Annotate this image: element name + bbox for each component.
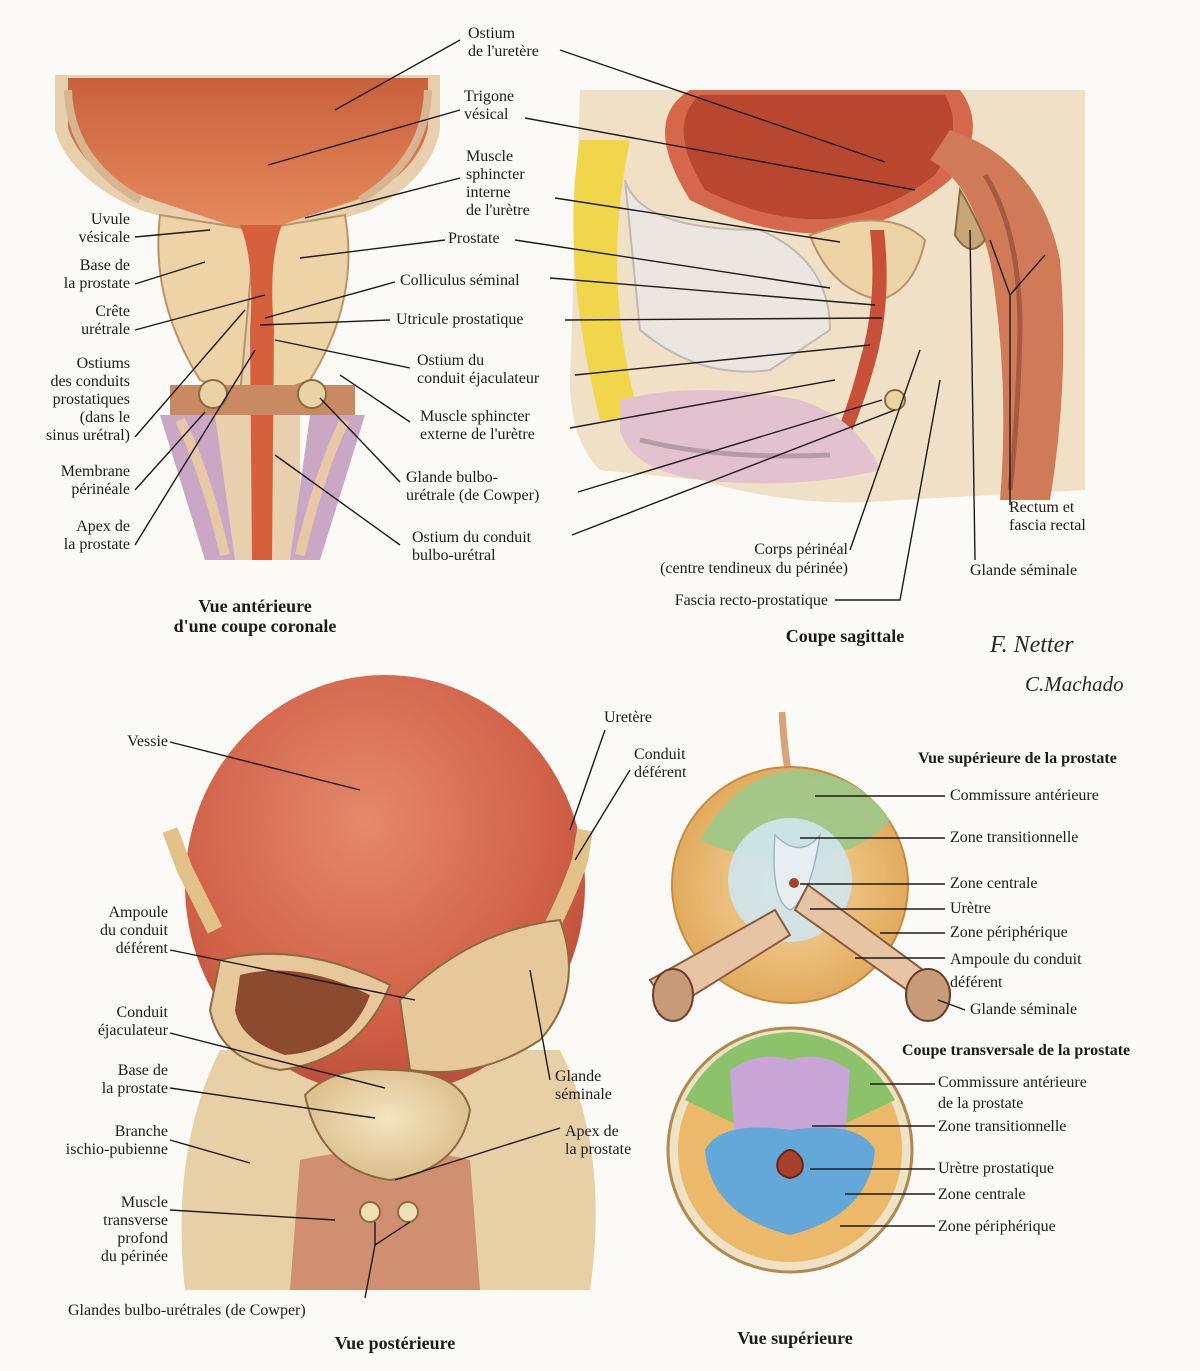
label-conduit-ejaculateur-line1: Conduit <box>116 1004 168 1021</box>
label-base-prostate-posterior-line2: la prostate <box>101 1080 168 1097</box>
label-transverse-line4: du périnée <box>100 1248 168 1265</box>
label-membrane-line2: périnéale <box>71 481 130 498</box>
label-ostiums-line4: (dans le <box>79 409 130 426</box>
superior-view-figure <box>648 711 952 1274</box>
label-ostiums-line3: prostatiques <box>52 391 130 408</box>
label-sphincter-interne-line4: de l'urètre <box>466 202 530 219</box>
label-rectum-line2: fascia rectal <box>1009 517 1086 534</box>
label-crete-line2: urétrale <box>81 321 130 338</box>
label-corps-perineal-line1: Corps périnéal <box>754 541 848 558</box>
label-ostiums-line5: sinus urétral) <box>46 427 130 444</box>
label-base-prostate-line1: Base de <box>79 257 130 274</box>
label-vessie: Vessie <box>127 733 168 750</box>
label-utricule: Utricule prostatique <box>396 311 524 328</box>
label-ostium-ejaculateur-line1: Ostium du <box>417 352 485 369</box>
label-rectum-line1: Rectum et <box>1009 499 1075 516</box>
label-ampoule-line1: Ampoule <box>108 904 168 921</box>
label-ampoule-line3: déférent <box>115 940 168 957</box>
label-glande-seminale-posterior-line1: Glande <box>555 1068 602 1085</box>
label-uvule-line2: vésicale <box>78 229 130 246</box>
label-branche-line2: ischio-pubienne <box>65 1141 168 1158</box>
label-uvule-line1: Uvule <box>90 211 130 228</box>
label-conduit-deferent-line2: déférent <box>634 764 687 781</box>
coronal-title-line1: Vue antérieure <box>198 596 312 616</box>
superior-title: Vue supérieure <box>737 1328 853 1348</box>
sagittal-section-figure <box>570 90 1085 503</box>
label-glande-seminale-sagittal: Glande séminale <box>970 562 1078 579</box>
artist-signature-machado: C.Machado <box>1025 672 1124 696</box>
label-conduit-deferent-line1: Conduit <box>634 746 686 763</box>
label-ostiums-line1: Ostiums <box>76 355 130 372</box>
label-ostium-bulbo-line1: Ostium du conduit <box>412 529 532 546</box>
label-ostium-uretere-line2: de l'uretère <box>468 43 539 60</box>
label-zone-centrale-transverse: Zone centrale <box>938 1186 1026 1203</box>
label-uretere: Uretère <box>604 709 652 726</box>
label-commissure-transverse-line1: Commissure antérieure <box>938 1074 1087 1091</box>
label-sphincter-interne-line3: interne <box>466 184 511 201</box>
label-corps-perineal-line2: (centre tendineux du périnée) <box>660 560 848 577</box>
label-ostiums-line2: des conduits <box>50 373 130 390</box>
label-membrane-line1: Membrane <box>60 463 130 480</box>
label-glandes-cowper: Glandes bulbo-urétrales (de Cowper) <box>68 1302 306 1319</box>
label-branche-line1: Branche <box>114 1123 168 1140</box>
label-sphincter-externe-line2: externe de l'urètre <box>420 426 535 443</box>
label-transverse-line3: profond <box>117 1230 168 1247</box>
label-glande-seminale-superior: Glande séminale <box>970 1001 1078 1018</box>
label-zone-peripherique: Zone périphérique <box>950 924 1068 941</box>
label-commissure-transverse-line2: de la prostate <box>938 1095 1024 1112</box>
label-base-prostate-line2: la prostate <box>63 275 130 292</box>
label-zone-transitionnelle: Zone transitionnelle <box>950 829 1079 846</box>
label-ostium-bulbo-line2: bulbo-urétral <box>412 547 496 564</box>
label-uretre-prostatique: Urètre prostatique <box>938 1160 1054 1177</box>
label-prostate: Prostate <box>448 230 500 247</box>
label-sphincter-interne-line1: Muscle <box>466 148 514 165</box>
label-transverse-line1: Muscle <box>120 1194 168 1211</box>
label-apex-line2: la prostate <box>63 536 130 553</box>
label-crete-line1: Crête <box>95 303 130 320</box>
label-apex-posterior-line2: la prostate <box>565 1141 632 1158</box>
posterior-title: Vue postérieure <box>334 1333 456 1353</box>
superior-prostate-subtitle: Vue supérieure de la prostate <box>918 750 1117 767</box>
label-apex-posterior-line1: Apex de <box>565 1123 619 1140</box>
label-base-prostate-posterior-line1: Base de <box>117 1062 168 1079</box>
artist-signature-netter: F. Netter <box>990 632 1074 658</box>
label-sphincter-externe-line1: Muscle sphincter <box>420 408 530 425</box>
label-uretre: Urètre <box>950 900 991 917</box>
posterior-view-figure <box>162 675 596 1290</box>
label-ampoule-line2: du conduit <box>100 922 168 939</box>
transverse-section-subtitle: Coupe transversale de la prostate <box>902 1042 1131 1059</box>
label-zone-transitionnelle-transverse: Zone transitionnelle <box>938 1118 1067 1135</box>
label-glande-bulbo-line1: Glande bulbo- <box>406 469 498 486</box>
label-sphincter-interne-line2: sphincter <box>466 166 525 183</box>
label-zone-centrale: Zone centrale <box>950 875 1038 892</box>
label-conduit-ejaculateur-line2: éjaculateur <box>97 1022 168 1039</box>
label-fascia-recto-prostatique: Fascia recto-prostatique <box>674 592 828 609</box>
sagittal-title: Coupe sagittale <box>785 626 905 646</box>
label-zone-peripherique-transverse: Zone périphérique <box>938 1218 1056 1235</box>
label-trigone-line1: Trigone <box>464 88 515 105</box>
label-glande-bulbo-line2: urétrale (de Cowper) <box>406 487 540 504</box>
label-ostium-ejaculateur-line2: conduit éjaculateur <box>417 370 540 387</box>
label-trigone-line2: vésical <box>464 106 509 123</box>
label-commissure: Commissure antérieure <box>950 787 1099 804</box>
label-ampoule-superior-line2: déférent <box>950 974 1003 991</box>
label-apex-line1: Apex de <box>76 518 130 535</box>
leader-lines <box>134 39 1046 1299</box>
label-colliculus: Colliculus séminal <box>400 272 520 289</box>
coronal-title-line2: d'une coupe coronale <box>173 616 337 636</box>
label-ostium-uretere-line1: Ostium <box>468 25 516 42</box>
coronal-section-figure <box>55 75 440 560</box>
label-glande-seminale-posterior-line2: séminale <box>555 1086 612 1103</box>
label-transverse-line2: transverse <box>103 1212 168 1229</box>
label-ampoule-superior-line1: Ampoule du conduit <box>950 951 1082 968</box>
